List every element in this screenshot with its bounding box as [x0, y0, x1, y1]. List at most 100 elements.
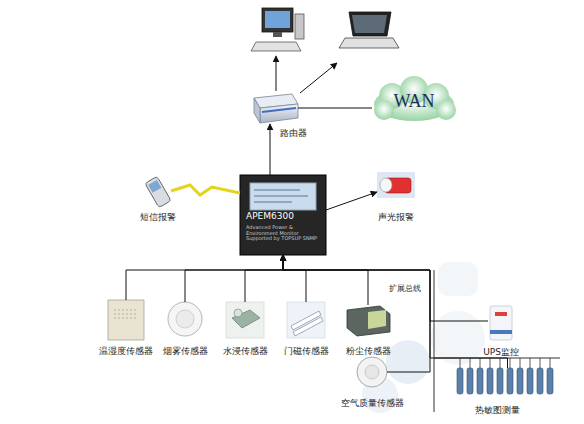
pc-keyboard — [251, 42, 301, 51]
laptop-screen — [352, 15, 387, 33]
air-quality-sensor — [357, 357, 387, 387]
ups-light — [495, 312, 507, 316]
probe-wire — [540, 358, 541, 368]
thermal-sensor-bank — [434, 358, 560, 394]
connector — [283, 255, 368, 305]
sensor-node: 门磁传感器 — [287, 302, 325, 338]
probe — [467, 368, 473, 394]
sensor-vents — [114, 310, 138, 318]
wan-cloud-node: WAN — [372, 80, 457, 125]
device-body — [240, 175, 326, 255]
sensor-backdrop — [226, 302, 264, 338]
connector — [283, 255, 430, 372]
node-label: 粉尘传感器 — [346, 347, 391, 357]
connector — [283, 255, 508, 368]
phone-screen — [148, 180, 161, 193]
pc-tower — [295, 14, 304, 39]
sensor-case — [357, 357, 387, 387]
router-node: 路由器 — [250, 92, 298, 124]
ups-node: UPS监控 — [488, 305, 514, 341]
connector — [283, 255, 488, 321]
connector — [283, 255, 306, 302]
sensor-node: 温湿度传感器 — [108, 300, 144, 340]
sensor-case — [347, 306, 390, 336]
node-label: 短信报警 — [140, 213, 176, 223]
thermal-probes — [457, 358, 553, 394]
node-label: WAN — [394, 92, 435, 112]
probe — [457, 368, 463, 394]
ups-stripe — [490, 330, 512, 334]
desktop-computer — [251, 8, 304, 51]
device-screen — [250, 183, 316, 210]
sensor-backdrop — [287, 302, 325, 338]
laptop-base — [339, 38, 399, 48]
sms-alarm-node: 短信报警 — [145, 177, 171, 207]
ups-case — [490, 306, 512, 340]
smoke-sensor — [168, 302, 202, 336]
node-subtext: Advanced Power & Environment Monitor Sup… — [246, 225, 320, 242]
probe — [537, 368, 543, 394]
probe-wire — [550, 358, 551, 368]
connector — [298, 108, 372, 109]
node-label: APEM6300 — [246, 212, 294, 222]
sensor-panel — [368, 310, 386, 329]
watermark-shapes — [362, 262, 485, 413]
watermark-circle — [386, 340, 430, 384]
arrow-line — [276, 56, 277, 91]
probe-wire — [510, 358, 511, 368]
magnet-bar — [293, 317, 323, 336]
alarm-icon — [377, 172, 415, 198]
probe-wire — [530, 358, 531, 368]
wireless-link — [171, 185, 240, 195]
sensor-core — [365, 365, 379, 379]
connector — [326, 192, 377, 210]
cloud-part — [436, 100, 456, 120]
router-icon — [254, 94, 298, 123]
probe — [507, 368, 513, 394]
monitor-device-node: APEM6300Advanced Power & Environment Mon… — [240, 175, 326, 255]
mobile-phone — [145, 176, 171, 207]
sensor-node: 水浸传感器 — [226, 302, 264, 338]
humidity-sensor — [108, 300, 144, 340]
watermark-circle — [431, 311, 485, 365]
wan-cloud — [374, 76, 456, 121]
probe-wire — [470, 358, 471, 368]
sensor-case — [108, 300, 144, 340]
screen-lines — [254, 190, 308, 202]
probe — [517, 368, 523, 394]
dust-sensor — [347, 306, 390, 336]
laptop-lid — [349, 12, 391, 36]
sensor-node: 粉尘传感器 — [345, 305, 391, 337]
water-sensor — [226, 302, 264, 338]
node-label: 空气质量传感器 — [341, 399, 404, 409]
thermal-node: 热敏图测量 — [455, 368, 560, 398]
node-label: 路由器 — [280, 129, 307, 139]
probe — [497, 368, 503, 394]
bus-line — [434, 270, 435, 412]
sensor-knob — [234, 309, 242, 317]
ups-icon — [490, 306, 512, 340]
probe — [547, 368, 553, 394]
connector — [270, 124, 271, 175]
connector — [245, 255, 283, 302]
monitor-device — [240, 175, 326, 255]
phone-body — [145, 176, 171, 207]
node-label: 声光报警 — [378, 213, 414, 223]
router-stripe — [262, 108, 296, 112]
pc-screen — [265, 11, 290, 28]
connector — [126, 255, 283, 300]
pc-monitor — [262, 8, 293, 32]
sensor-core — [176, 310, 194, 328]
probe-wire — [490, 358, 491, 368]
cloud-part — [374, 100, 394, 120]
probe-wire — [520, 358, 521, 368]
sound-light-alarm-node: 声光报警 — [377, 172, 415, 198]
probe-wire — [500, 358, 501, 368]
router-front — [260, 104, 298, 123]
probe — [477, 368, 483, 394]
probe-wire — [480, 358, 481, 368]
sensor-node: 空气质量传感器 — [357, 357, 387, 387]
sensor-case — [232, 310, 260, 328]
pc-stand — [273, 32, 282, 37]
